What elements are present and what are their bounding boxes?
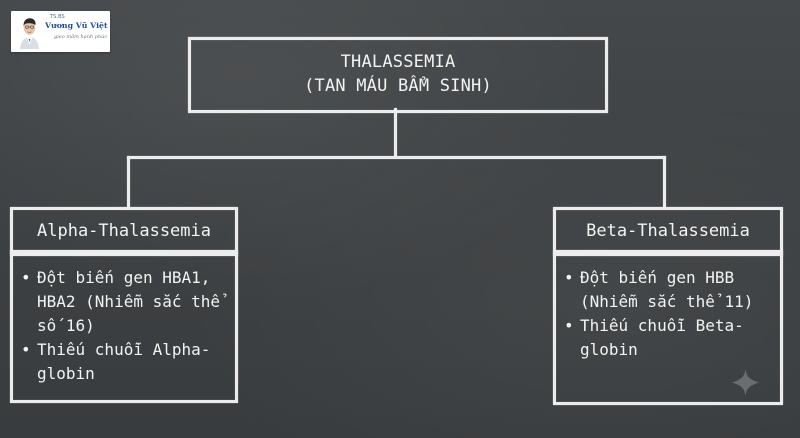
beta-detail-bullet-1: • <box>564 268 574 287</box>
brand-logo: TS.BS Vương Vũ Việt Hà gieo mầm hạnh phú… <box>11 11 110 52</box>
root-node-text: THALASSEMIA (TAN MÁU BẨM SINH) <box>191 50 605 98</box>
alpha-thalassemia-details-list: • Đột biến gen HBA1, HBA2 (Nhiễm sắc thể… <box>21 266 229 386</box>
alpha-detail-text-1: Đột biến gen HBA1, HBA2 (Nhiễm sắc thể s… <box>37 268 221 335</box>
logo-name: Vương Vũ Việt Hà <box>45 21 110 30</box>
alpha-thalassemia-title: Alpha-Thalassemia <box>37 221 211 241</box>
beta-detail-item-2: • Thiếu chuỗi Beta-globin <box>564 314 774 362</box>
right-branch-connector-vertical <box>663 156 666 207</box>
root-connector-vertical <box>394 108 397 156</box>
alpha-detail-bullet-2: • <box>21 340 31 359</box>
branch-connector-horizontal <box>127 156 666 159</box>
left-branch-connector-vertical <box>127 156 130 207</box>
root-node-line-1: THALASSEMIA <box>340 52 456 72</box>
beta-detail-text-2: Thiếu chuỗi Beta-globin <box>580 316 744 359</box>
alpha-thalassemia-details-box: • Đột biến gen HBA1, HBA2 (Nhiễm sắc thể… <box>10 250 238 403</box>
root-node-line-2: (TAN MÁU BẨM SINH) <box>304 76 492 96</box>
doctor-avatar-icon <box>15 13 44 50</box>
beta-thalassemia-details-list: • Đột biến gen HBB (Nhiễm sắc thể 11) • … <box>564 266 774 362</box>
root-node-box: THALASSEMIA (TAN MÁU BẨM SINH) <box>188 37 608 113</box>
beta-detail-bullet-2: • <box>564 316 574 335</box>
alpha-detail-bullet-1: • <box>21 268 31 287</box>
logo-title-small: TS.BS <box>50 14 65 20</box>
logo-slogan: gieo mầm hạnh phúc <box>54 34 108 40</box>
alpha-detail-item-2: • Thiếu chuỗi Alpha-globin <box>21 338 229 386</box>
beta-detail-item-1: • Đột biến gen HBB (Nhiễm sắc thể 11) <box>564 266 774 314</box>
beta-thalassemia-title-box: Beta-Thalassemia <box>553 207 783 256</box>
alpha-detail-text-2: Thiếu chuỗi Alpha-globin <box>37 340 211 383</box>
beta-detail-text-1: Đột biến gen HBB (Nhiễm sắc thể 11) <box>580 268 754 311</box>
alpha-detail-item-1: • Đột biến gen HBA1, HBA2 (Nhiễm sắc thể… <box>21 266 229 338</box>
sparkle-icon <box>732 369 759 396</box>
beta-thalassemia-title: Beta-Thalassemia <box>586 221 750 241</box>
alpha-thalassemia-title-box: Alpha-Thalassemia <box>10 207 238 256</box>
beta-thalassemia-details-box: • Đột biến gen HBB (Nhiễm sắc thể 11) • … <box>553 250 783 405</box>
